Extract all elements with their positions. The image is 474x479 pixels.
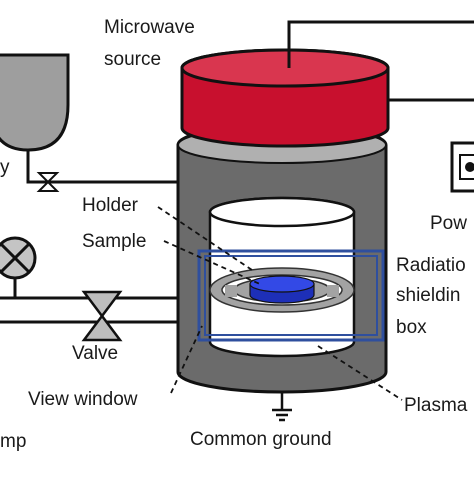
pump-gauge-icon bbox=[0, 236, 37, 298]
label-pump-partial: mp bbox=[0, 431, 27, 452]
label-valve: Valve bbox=[72, 343, 119, 364]
label-power: Pow bbox=[430, 213, 467, 234]
label-common-ground: Common ground bbox=[190, 429, 332, 450]
leader-lines bbox=[157, 206, 403, 401]
sample-disk bbox=[249, 275, 315, 304]
view-window-leader-line bbox=[170, 325, 203, 394]
label-gas-supply-partial: y bbox=[0, 157, 10, 178]
label-sample: Sample bbox=[82, 231, 147, 252]
waveguide-lines bbox=[287, 20, 474, 102]
label-radiation-3: box bbox=[396, 317, 427, 338]
label-microwave-2: source bbox=[104, 49, 162, 70]
ground-symbol-icon bbox=[272, 392, 292, 422]
label-radiation-2: shieldin bbox=[396, 285, 461, 306]
main-valve-icon bbox=[81, 290, 123, 342]
upper-valve-icon bbox=[36, 172, 60, 192]
holder-leader-line bbox=[157, 206, 256, 273]
label-holder: Holder bbox=[82, 195, 138, 216]
microwave-source bbox=[180, 48, 390, 148]
label-radiation-1: Radiatio bbox=[396, 255, 466, 276]
power-supply-box bbox=[450, 141, 474, 193]
radiation-shielding-box bbox=[197, 249, 385, 342]
gas-supply-tank bbox=[0, 53, 70, 172]
plasma-leader-line bbox=[317, 345, 403, 401]
label-plasma: Plasma bbox=[404, 395, 468, 416]
label-view-window: View window bbox=[28, 389, 138, 410]
label-microwave-1: Microwave bbox=[104, 17, 195, 38]
